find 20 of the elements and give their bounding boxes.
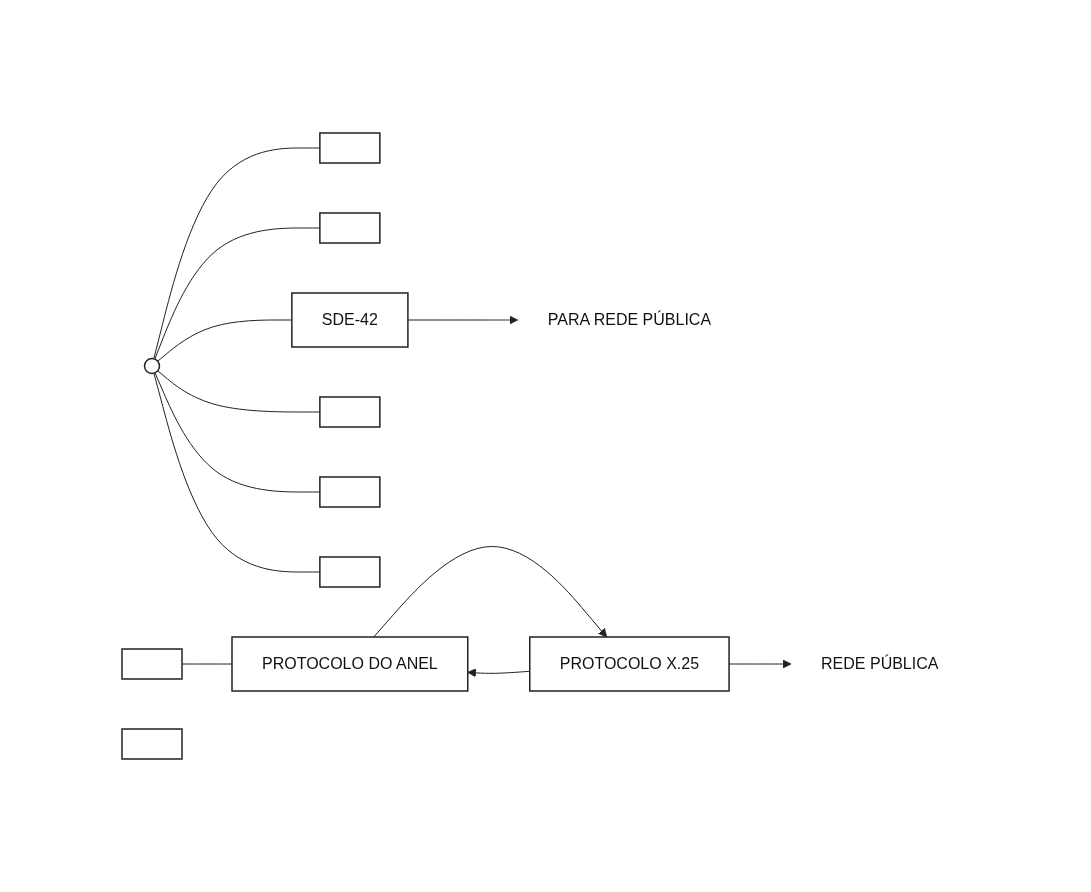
connector bbox=[154, 372, 321, 493]
node-box bbox=[319, 556, 381, 588]
node-box: PROTOCOLO DO ANEL bbox=[231, 636, 469, 692]
node-box bbox=[319, 212, 381, 244]
node-box bbox=[121, 648, 184, 680]
node-text: PARA REDE PÚBLICA bbox=[548, 311, 712, 328]
connector bbox=[153, 372, 321, 573]
node-box: PROTOCOLO X.25 bbox=[529, 636, 731, 692]
node-box bbox=[319, 476, 381, 508]
connector bbox=[153, 147, 321, 360]
node-box: SDE-42 bbox=[291, 292, 409, 348]
node-box bbox=[319, 132, 381, 164]
node-text: REDE PÚBLICA bbox=[821, 655, 939, 672]
node-box bbox=[319, 396, 381, 428]
arrow bbox=[373, 546, 608, 638]
connector bbox=[157, 370, 321, 413]
connector bbox=[154, 227, 321, 360]
node-circle bbox=[144, 357, 161, 375]
connector bbox=[157, 319, 293, 362]
node-box bbox=[121, 728, 184, 760]
